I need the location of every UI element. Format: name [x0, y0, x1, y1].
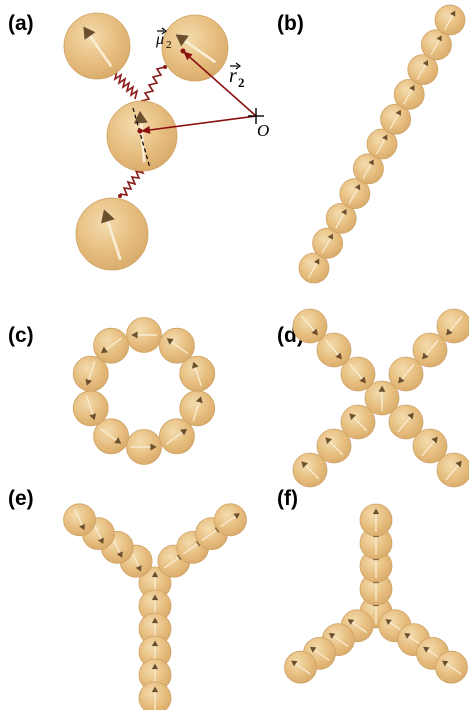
panel-b-sphere-9: [407, 54, 439, 85]
panel-d-sphere-13: [436, 452, 469, 488]
panel-c-sphere-2: [159, 327, 195, 364]
panel-d-sphere-7: [436, 308, 469, 344]
origin-marker: [248, 108, 264, 124]
mu-subscript: 2: [166, 39, 172, 51]
panel-c-sphere-1: [126, 317, 162, 353]
panel-b-sphere-5: [352, 153, 384, 185]
panel-a-sphere-top-left: [63, 12, 131, 80]
panel-f-inverted-y-shape: [284, 503, 468, 684]
r-symbol: r: [229, 65, 237, 87]
r2-label: r 2: [229, 62, 245, 90]
panel-c-sphere-9: [72, 355, 109, 392]
panel-c-sphere-3: [179, 355, 216, 392]
panel-b-sphere-4: [339, 178, 371, 210]
panel-d-sphere-11: [388, 404, 424, 440]
dashed-axis-line: [132, 107, 151, 169]
panel-c-sphere-6: [126, 429, 162, 465]
panel-f-sphere-13: [435, 650, 468, 684]
panel-f-sphere-9: [284, 650, 317, 684]
panel-d-sphere-9: [316, 428, 352, 464]
panel-b-sphere-1: [298, 252, 330, 284]
panel-e-y-shape: [63, 503, 247, 710]
panel-b-sphere-10: [420, 29, 452, 61]
panel-b-sphere-8: [393, 79, 425, 110]
panel-d-sphere-6: [412, 332, 448, 368]
panel-e-sphere-10: [63, 503, 96, 537]
panel-b-sphere-6: [366, 128, 398, 160]
origin-label: O: [257, 121, 269, 140]
panel-e-sphere-2: [138, 589, 172, 623]
panel-a-label: (a): [8, 12, 34, 35]
spring-right: [140, 66, 166, 102]
panel-b-sphere-3: [325, 202, 357, 234]
panel-d-sphere-4: [292, 308, 328, 344]
panel-a-sphere-top-right: [161, 14, 229, 82]
r-subscript: 2: [238, 75, 245, 90]
panel-d-x-shape: [292, 308, 469, 488]
panel-e-sphere-14: [214, 503, 247, 537]
panel-e-sphere-3: [138, 612, 172, 646]
panel-b-sphere-2: [312, 227, 344, 259]
panel-b-chain: [298, 4, 466, 284]
panel-d-sphere-1: [364, 380, 400, 416]
panel-d-sphere-10: [292, 452, 328, 488]
panel-d-sphere-2: [340, 356, 376, 392]
panel-e-sphere-6: [138, 681, 172, 710]
panel-d-sphere-5: [388, 356, 424, 392]
panel-a-sphere-middle: [106, 100, 178, 172]
panel-c-sphere-7: [93, 418, 129, 455]
panel-b-sphere-7: [380, 103, 412, 135]
panel-a-spheres: [63, 12, 229, 271]
panel-c-ring: [72, 317, 216, 465]
panel-c-label: (c): [8, 324, 34, 347]
panel-e-label: (e): [8, 487, 34, 510]
panel-c-sphere-10: [93, 327, 129, 364]
panel-b-label: (b): [277, 12, 304, 35]
mu2-label: μ 2: [155, 27, 172, 51]
panel-f-label: (f): [277, 487, 298, 510]
panel-b-sphere-11: [434, 4, 466, 36]
panel-c-sphere-8: [72, 390, 109, 427]
panel-d-sphere-8: [340, 404, 376, 440]
panel-a-sphere-bottom: [75, 197, 149, 271]
position-vector-r2: [183, 51, 257, 117]
panel-c-sphere-4: [179, 390, 216, 427]
panel-d-sphere-12: [412, 428, 448, 464]
panel-c-sphere-5: [159, 418, 195, 455]
mu-symbol: μ: [155, 31, 164, 48]
panel-d-sphere-3: [316, 332, 352, 368]
panel-e-sphere-1: [138, 566, 172, 600]
position-vector-r1: [141, 115, 257, 134]
panel-f-sphere-5: [359, 503, 393, 537]
